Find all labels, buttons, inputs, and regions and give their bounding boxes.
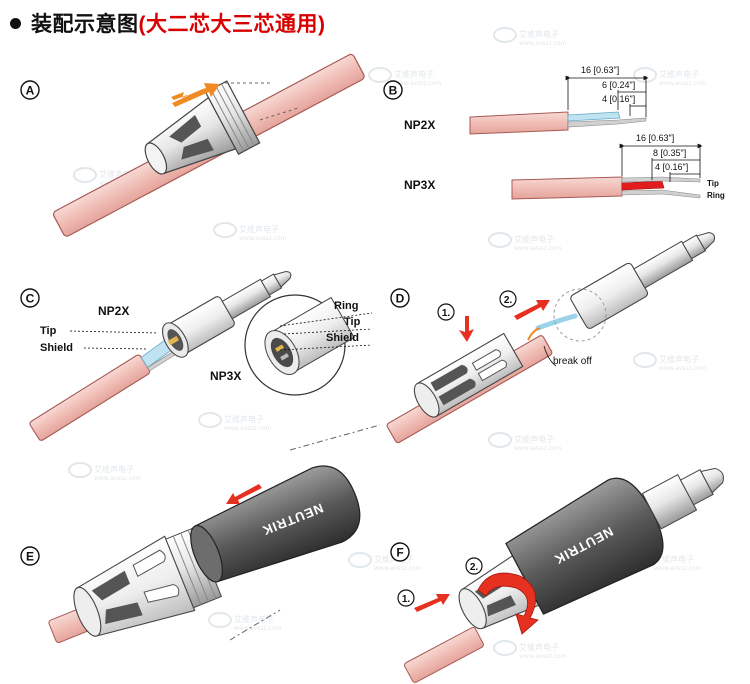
panel-c-shield-right: Shield — [326, 332, 359, 344]
watermark-url: www.avssz.com — [239, 235, 287, 242]
panel-b-np2x-dim-16: 16 [0.63"] — [581, 65, 619, 75]
watermark-url: www.avssz.com — [224, 425, 272, 432]
panel-c-ring: Ring — [334, 300, 358, 312]
step-a-label: A — [26, 84, 35, 98]
watermark-url: www.avssz.com — [654, 565, 702, 572]
panel-f-plug: NEUTRIK — [440, 431, 745, 654]
panel-f-step2: 2. — [470, 562, 479, 573]
watermark-text: 艾维声电子 — [239, 224, 279, 234]
watermark-text: 艾维声电子 — [394, 69, 434, 79]
panel-c-tip-right: Tip — [344, 316, 361, 328]
watermark-text: 艾维声电子 — [94, 464, 134, 474]
panel-b-tip: Tip — [707, 179, 719, 188]
watermark-text: 艾维声电子 — [514, 234, 554, 244]
watermark-url: www.avssz.com — [94, 475, 142, 482]
watermark-url: www.avssz.com — [514, 445, 562, 452]
panel-f-cable — [403, 626, 484, 683]
panel-c-tip-left: Tip — [40, 325, 57, 337]
panel-b-ring: Ring — [707, 191, 725, 200]
watermark-text: 艾维声电子 — [519, 29, 559, 39]
panel-e: E NEUTRIK — [21, 425, 380, 663]
panel-b-np3x: NP3X — [404, 178, 435, 192]
panel-d-step1: 1. — [442, 308, 451, 319]
panel-b-np2x-dim-6: 6 [0.24"] — [602, 80, 635, 90]
watermark-url: www.avssz.com — [519, 40, 567, 47]
panel-c-np3x: NP3X — [210, 369, 241, 383]
panel-c-shield-left: Shield — [40, 342, 73, 354]
watermark-url: www.avssz.com — [659, 80, 707, 87]
panel-b-np2x-dim-4: 4 [0.16"] — [602, 94, 635, 104]
watermark-url: www.avssz.com — [659, 365, 707, 372]
panel-a: A — [21, 53, 366, 237]
watermark-text: 艾维声电子 — [659, 354, 699, 364]
panel-d-arrow-right-icon — [514, 300, 550, 320]
step-d-label: D — [396, 292, 405, 306]
panel-c-np2x: NP2X — [98, 304, 129, 318]
panel-b-np3x-dim-4: 4 [0.16"] — [655, 162, 688, 172]
step-b-label: B — [389, 84, 398, 98]
watermark-url: www.avssz.com — [234, 625, 282, 632]
step-f-label: F — [396, 546, 403, 560]
panel-b-np3x-dim-16: 16 [0.63"] — [636, 133, 674, 143]
watermark-url: www.avssz.com — [514, 245, 562, 252]
watermark-text: 艾维声电子 — [659, 69, 699, 79]
watermark-text: 艾维声电子 — [234, 614, 274, 624]
panel-b-np3x-cable — [512, 177, 700, 199]
panel-f-push-arrow-icon — [414, 594, 450, 612]
panel-d-plug — [569, 219, 723, 330]
panel-d-step2: 2. — [504, 295, 513, 306]
watermark-url: www.avssz.com — [519, 653, 567, 660]
watermark-url: www.avssz.com — [374, 565, 422, 572]
panel-c: C NP2X Tip Shield — [21, 257, 372, 441]
step-c-label: C — [26, 292, 35, 306]
watermark-text: 艾维声电子 — [519, 642, 559, 652]
panel-b-np3x-dim-8: 8 [0.35"] — [653, 148, 686, 158]
panel-b-np2x-cable — [470, 112, 646, 134]
panel-e-housing: NEUTRIK — [180, 457, 369, 596]
panel-f-step1: 1. — [402, 594, 411, 605]
panel-d-break-off: break off — [553, 356, 592, 367]
watermark-text: 艾维声电子 — [514, 434, 554, 444]
step-e-label: E — [26, 550, 34, 564]
watermark-text: 艾维声电子 — [224, 414, 264, 424]
panel-d: D 1. 2. break o — [386, 219, 723, 444]
panel-b-np2x: NP2X — [404, 118, 435, 132]
panel-d-arrow-down-icon — [459, 316, 474, 342]
